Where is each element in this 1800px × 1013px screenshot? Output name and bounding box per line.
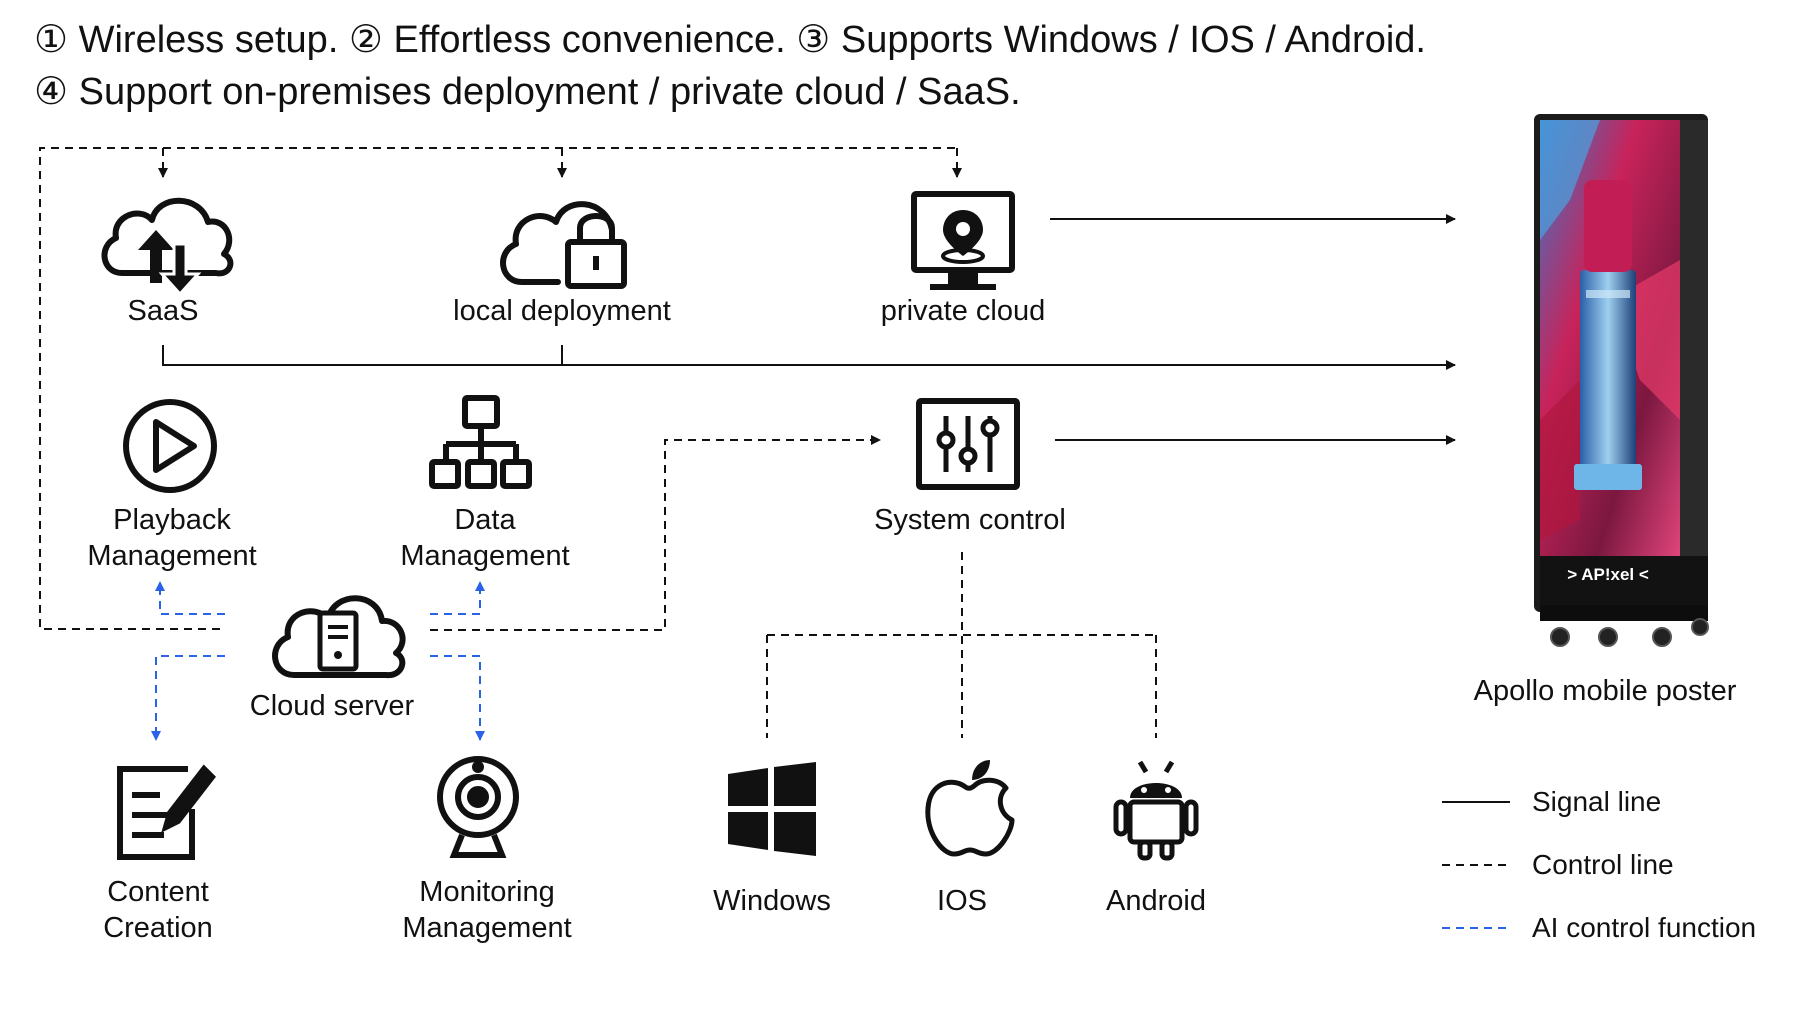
system-control-label: System control — [874, 504, 1066, 536]
data-label-line-2: Management — [400, 540, 570, 572]
legend-swatches — [1442, 801, 1510, 929]
android-icon — [1113, 760, 1199, 861]
content-creation-label: Content Creation — [58, 874, 258, 946]
monitoring-management-label: Monitoring Management — [382, 874, 592, 946]
poster-display-image — [1534, 114, 1709, 647]
document-edit-icon — [117, 764, 216, 860]
cloud-lock-icon — [500, 201, 627, 289]
data-management-label: Data Management — [385, 502, 585, 574]
cloud-server-label: Cloud server — [249, 690, 415, 722]
windows-label: Windows — [713, 885, 831, 917]
signal-lines — [162, 214, 1456, 445]
hierarchy-icon — [429, 395, 532, 489]
playback-label-line-1: Playback — [113, 504, 231, 536]
cloud-server-icon — [272, 595, 406, 679]
windows-icon — [728, 762, 816, 856]
headline-line-2: ④ Support on-premises deployment / priva… — [34, 71, 1021, 113]
data-label-line-1: Data — [454, 504, 516, 536]
content-label-line-1: Content — [107, 876, 209, 908]
monitoring-label-line-2: Management — [402, 912, 572, 944]
sliders-icon — [916, 398, 1020, 490]
cloud-upload-download-icon — [101, 197, 234, 297]
content-label-line-2: Creation — [103, 912, 213, 944]
legend-control-line: Control line — [1532, 849, 1674, 880]
control-line-to-os — [766, 552, 1157, 738]
control-line-to-system-control — [430, 435, 881, 631]
saas-label: SaaS — [127, 295, 199, 327]
legend-signal-line: Signal line — [1532, 786, 1662, 817]
ios-label: IOS — [937, 885, 987, 917]
poster-label: Apollo mobile poster — [1473, 675, 1737, 707]
apple-icon — [925, 760, 1015, 857]
headline-line-1: ① Wireless setup. ② Effortless convenien… — [34, 19, 1426, 61]
monitor-location-icon — [911, 191, 1015, 290]
play-circle-icon — [123, 399, 217, 493]
control-line-top-loop — [39, 147, 962, 630]
playback-management-label: Playback Management — [72, 502, 272, 574]
legend-ai-control-function: AI control function — [1532, 912, 1757, 943]
android-label: Android — [1106, 885, 1206, 917]
local-deployment-label: local deployment — [453, 295, 671, 327]
playback-label-line-2: Management — [87, 540, 257, 572]
poster-brand: > AP!xel < — [1567, 565, 1649, 584]
monitoring-label-line-1: Monitoring — [419, 876, 555, 908]
webcam-icon — [437, 756, 519, 858]
private-cloud-label: private cloud — [880, 295, 1046, 327]
ai-control-lines — [151, 581, 485, 741]
